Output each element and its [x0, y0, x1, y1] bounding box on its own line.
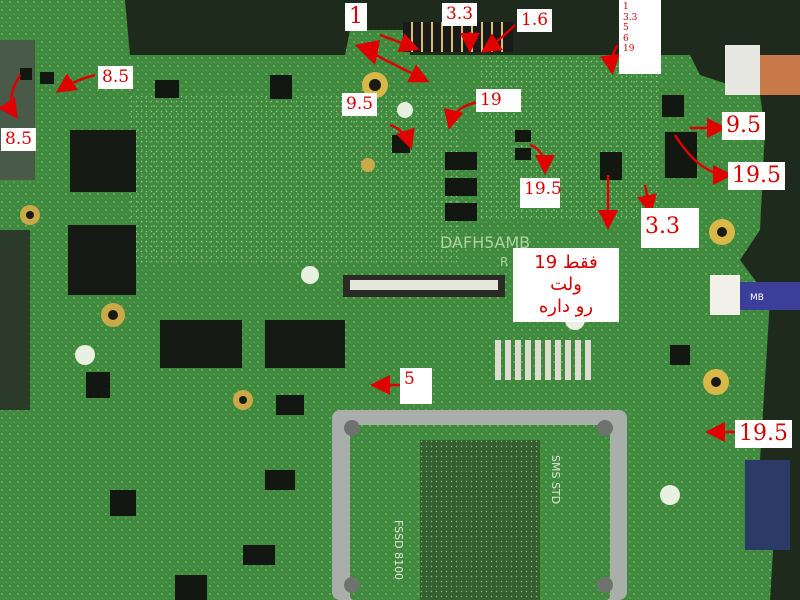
side-mark: SMS STD	[549, 455, 562, 504]
resistor-bank	[495, 340, 591, 380]
label-8v5-left: 8.5	[1, 128, 37, 151]
label-19v: 19	[476, 89, 521, 112]
ic-components	[20, 68, 697, 600]
side-connector	[710, 275, 740, 315]
note-line-1: فقط 19 ولت	[534, 252, 598, 295]
label-1v: 1	[345, 3, 367, 31]
heatsink-mark: FSSD 8100	[392, 520, 405, 580]
label-1v6: 1.6	[517, 9, 553, 32]
label-19v5-mid: 19.5	[520, 178, 562, 208]
rails-list: 1 3.3 5 6 19	[619, 0, 661, 74]
memory-chips-left	[68, 130, 345, 368]
power-connector	[403, 22, 513, 52]
cpu-socket-bracket	[332, 410, 627, 600]
ribbon-connector	[343, 275, 505, 297]
label-3v3-top: 3.3	[442, 3, 478, 26]
note-line-2: رو داره	[538, 296, 594, 317]
label-9v5-right: 9.5	[722, 112, 765, 140]
note-only-19v: فقط 19 ولت رو داره	[513, 248, 619, 322]
label-19v5-right: 19.5	[728, 162, 785, 190]
label-5v: 5	[400, 368, 432, 404]
label-19v5-bottom: 19.5	[735, 420, 792, 448]
connector-mark: MB	[750, 293, 764, 303]
label-3v3-right: 3.3	[641, 208, 699, 248]
board-silkscreen-sub: R	[500, 255, 508, 269]
board-silkscreen: DAFH5AMB	[440, 233, 530, 252]
label-9v5-left: 9.5	[342, 93, 378, 116]
label-8v5-top: 8.5	[98, 66, 134, 89]
